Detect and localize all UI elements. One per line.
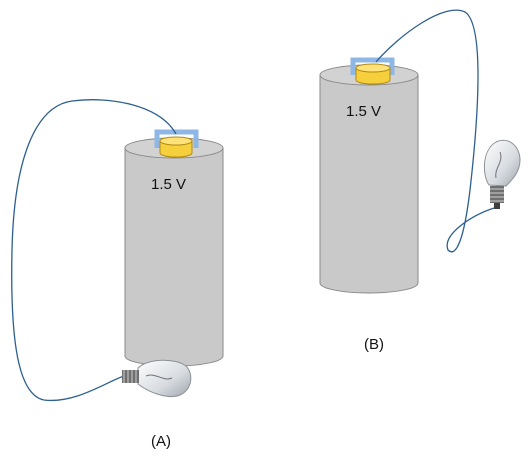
setup-a: 1.5 V (A) — [11, 99, 224, 450]
bulb-a-icon — [122, 359, 192, 398]
battery-b-icon — [319, 57, 419, 294]
battery-a-voltage-label: 1.5 V — [151, 176, 186, 193]
wire-a — [11, 99, 177, 402]
battery-b-voltage-label: 1.5 V — [346, 103, 381, 120]
caption-b: (B) — [364, 336, 384, 353]
battery-b-terminal — [355, 63, 391, 85]
battery-a-terminal — [159, 136, 193, 158]
setup-b: 1.5 V (B) — [319, 9, 521, 353]
bulb-b-icon — [483, 139, 521, 209]
wire-b — [375, 9, 495, 253]
caption-a: (A) — [151, 433, 171, 450]
battery-a-icon — [124, 129, 224, 367]
